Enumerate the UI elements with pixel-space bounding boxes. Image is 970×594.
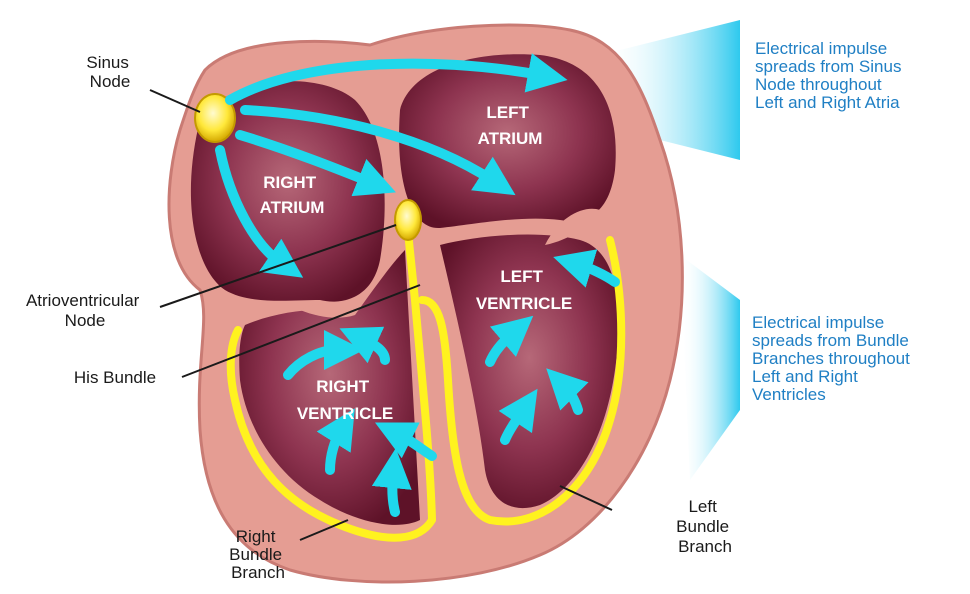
- impulse-arrow: [392, 476, 395, 512]
- av-node: [395, 200, 421, 240]
- ventricles-annotation: Electrical impulse spreads from Bundle B…: [752, 313, 915, 404]
- atria-annotation: Electrical impulse spreads from Sinus No…: [755, 39, 906, 112]
- av-node-label: Atrioventricular Node: [26, 291, 144, 330]
- right-bundle-branch-label: Right Bundle Branch: [229, 527, 287, 582]
- sinus-node-label: Sinus Node: [86, 53, 133, 91]
- his-bundle-label: His Bundle: [74, 368, 156, 387]
- ventricles-beam: [680, 255, 740, 480]
- left-bundle-branch-label: Left Bundle Branch: [676, 497, 734, 556]
